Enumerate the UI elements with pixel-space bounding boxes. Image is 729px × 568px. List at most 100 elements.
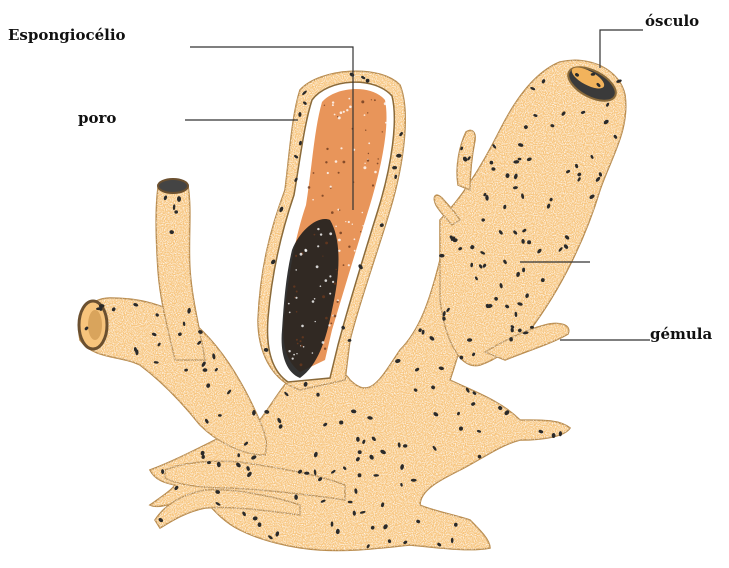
label-poro: poro	[78, 109, 116, 127]
cavity-speck	[332, 281, 334, 283]
cavity-speck	[312, 352, 314, 354]
cavity-speck	[296, 353, 297, 354]
cavity-speck	[335, 160, 338, 163]
cavity-speck	[317, 245, 319, 247]
cavity-speck	[374, 99, 376, 101]
cavity-speck	[322, 195, 324, 197]
cavity-speck	[316, 265, 319, 268]
cavity-speck	[329, 275, 331, 277]
pore	[99, 306, 102, 311]
cavity-speck	[378, 158, 379, 159]
cavity-speck	[324, 348, 326, 350]
cavity-speck	[330, 186, 332, 188]
cavity-speck	[348, 246, 350, 248]
cavity-speck	[293, 354, 295, 356]
cavity-speck	[295, 255, 297, 257]
cavity-speck	[312, 300, 315, 303]
cavity-speck	[337, 116, 338, 117]
cavity-speck	[300, 363, 303, 366]
cavity-speck	[368, 142, 370, 144]
cavity-speck	[354, 238, 356, 240]
cavity-speck	[305, 249, 308, 252]
cavity-speck	[338, 250, 340, 252]
cavity-speck	[348, 98, 350, 100]
cavity-speck	[312, 199, 314, 201]
cavity-speck	[352, 224, 353, 225]
cavity-speck	[300, 253, 303, 256]
cavity-speck	[322, 341, 325, 344]
pore	[258, 522, 262, 527]
cavity-speck	[314, 234, 316, 236]
cavity-speck	[289, 312, 291, 314]
cavity-speck	[362, 225, 363, 226]
cavity-speck	[365, 130, 366, 131]
cavity-speck	[329, 232, 332, 235]
cavity-speck	[296, 339, 298, 341]
cavity-speck	[360, 231, 361, 232]
cavity-speck	[303, 346, 305, 348]
cavity-speck	[324, 105, 325, 106]
cavity-speck	[296, 291, 298, 293]
cavity-speck	[385, 122, 387, 124]
cavity-speck	[295, 269, 297, 271]
cavity-speck	[315, 321, 316, 322]
cavity-speck	[313, 172, 315, 174]
upper-left-tube-opening	[158, 179, 188, 193]
cavity-speck	[367, 159, 368, 160]
cavity-speck	[339, 232, 342, 235]
cavity-speck	[346, 109, 348, 111]
cavity-speck	[372, 184, 374, 186]
cavity-speck	[335, 226, 337, 228]
label-espongiocelio: Espongiocélio	[8, 26, 126, 44]
cavity-speck	[334, 315, 337, 318]
cavity-speck	[300, 340, 302, 342]
cavity-speck	[301, 345, 303, 347]
cavity-speck	[293, 285, 295, 287]
cavity-speck	[367, 112, 368, 113]
cavity-speck	[337, 271, 338, 272]
cavity-speck	[361, 100, 364, 103]
cavity-speck	[362, 212, 364, 214]
cavity-speck	[338, 239, 341, 242]
cavity-speck	[382, 131, 383, 132]
cavity-speck	[325, 161, 327, 163]
cavity-speck	[325, 317, 328, 320]
cavity-speck	[322, 295, 325, 298]
cavity-speck	[317, 228, 319, 230]
cavity-speck	[332, 101, 334, 103]
cavity-speck	[348, 264, 350, 266]
cavity-speck	[331, 211, 334, 214]
cavity-speck	[320, 285, 322, 287]
cavity-speck	[288, 303, 290, 305]
cavity-speck	[348, 221, 350, 223]
cavity-speck	[288, 350, 290, 352]
cavity-speck	[339, 209, 340, 210]
cavity-speck	[296, 311, 298, 313]
pore	[439, 254, 444, 258]
cavity-speck	[354, 250, 356, 252]
label-osculo: ósculo	[645, 12, 699, 30]
left-tube-opening	[79, 301, 107, 349]
cavity-speck	[295, 297, 297, 299]
cavity-speck	[336, 269, 337, 270]
cavity-speck	[294, 297, 295, 298]
cavity-speck	[345, 221, 346, 222]
cavity-speck	[325, 279, 328, 282]
cavity-speck	[384, 102, 387, 105]
cavity-speck	[327, 172, 329, 174]
label-gemula: gémula	[650, 325, 713, 343]
cavity-speck	[363, 166, 366, 169]
cavity-speck	[374, 171, 377, 174]
cavity-speck	[329, 293, 331, 295]
cavity-speck	[371, 99, 372, 100]
cavity-speck	[349, 106, 352, 109]
cavity-speck	[328, 324, 330, 326]
pore	[411, 479, 417, 482]
leader-osculo	[600, 30, 643, 68]
cavity-speck	[301, 325, 304, 328]
cavity-speck	[364, 114, 366, 116]
cavity-speck	[308, 186, 311, 189]
cavity-speck	[368, 153, 369, 154]
cavity-speck	[322, 256, 323, 257]
